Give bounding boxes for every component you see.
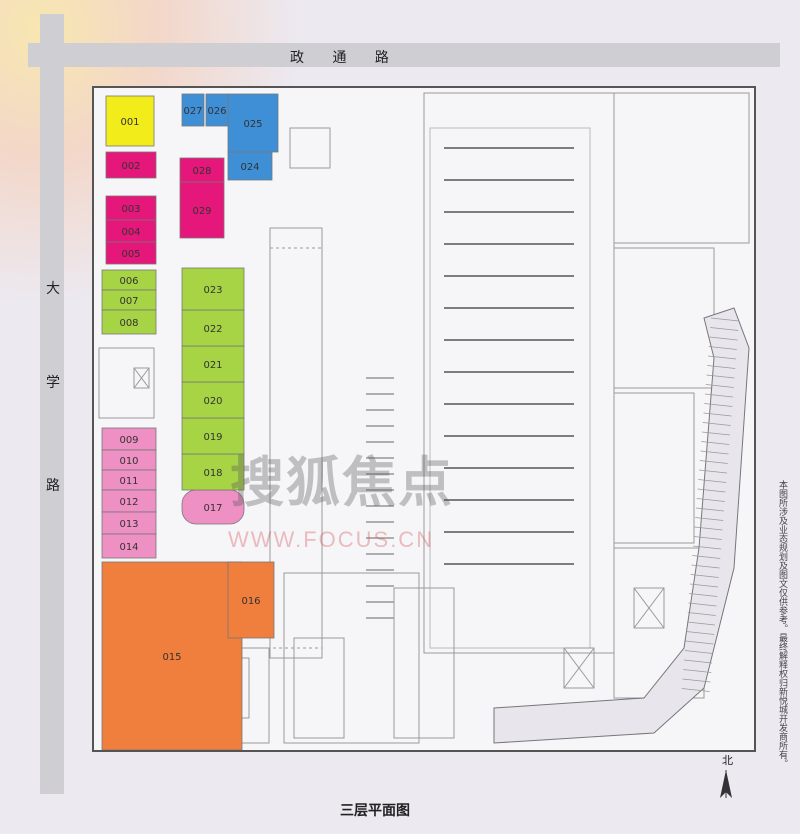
unit-label-015: 015 — [162, 652, 181, 663]
unit-022[interactable] — [181, 309, 245, 347]
unit-label-025: 025 — [243, 119, 262, 130]
unit-label-010: 010 — [119, 456, 138, 467]
unit-016[interactable] — [227, 561, 275, 639]
unit-003[interactable] — [105, 195, 157, 221]
unit-014[interactable] — [101, 533, 157, 559]
unit-026[interactable] — [205, 93, 229, 127]
unit-020[interactable] — [181, 381, 245, 419]
unit-label-013: 013 — [119, 519, 138, 530]
plan-linework: 001 002 003 004 005 006 007 008 009 010 011 012 013 0… — [98, 92, 750, 750]
unit-label-012: 012 — [119, 497, 138, 508]
unit-015[interactable] — [101, 561, 243, 750]
unit-018[interactable] — [181, 453, 245, 491]
unit-001[interactable] — [105, 95, 155, 147]
plan-title: 三层平面图 — [340, 803, 410, 819]
unit-label-014: 014 — [119, 542, 138, 553]
unit-label-017: 017 — [203, 503, 222, 514]
disclaimer-note: 本图所涉及业态规划及图文仅供参考。最终解释权归新悦城开发商所有。 — [777, 480, 787, 768]
road-label-top: 政 通 路 — [290, 50, 401, 66]
unit-label-024: 024 — [240, 162, 259, 173]
unit-023[interactable] — [181, 267, 245, 311]
unit-label-008: 008 — [119, 318, 138, 329]
unit-label-021: 021 — [203, 360, 222, 371]
unit-024[interactable] — [227, 151, 273, 181]
unit-028[interactable] — [179, 157, 225, 183]
unit-029[interactable] — [179, 181, 225, 239]
unit-label-011: 011 — [119, 476, 138, 487]
unit-label-009: 009 — [119, 435, 138, 446]
unit-label-006: 006 — [119, 276, 138, 287]
road-zhengtong — [28, 43, 780, 67]
unit-008[interactable] — [101, 309, 157, 335]
road-label-left-2: 学 — [46, 375, 60, 391]
unit-label-007: 007 — [119, 296, 138, 307]
unit-label-027: 027 — [183, 106, 202, 117]
unit-label-020: 020 — [203, 396, 222, 407]
unit-005[interactable] — [105, 241, 157, 265]
watermark-brand: 搜狐焦点 — [230, 451, 454, 514]
unit-027[interactable] — [181, 93, 205, 127]
unit-label-002: 002 — [121, 161, 140, 172]
road-label-left-3: 路 — [46, 478, 60, 494]
unit-label-003: 003 — [121, 204, 140, 215]
north-label: 北 — [722, 754, 733, 767]
unit-label-004: 004 — [121, 227, 140, 238]
unit-021[interactable] — [181, 345, 245, 383]
road-daxue — [40, 14, 64, 794]
unit-label-001: 001 — [120, 117, 139, 128]
watermark-url: WWW.FOCUS.CN — [228, 527, 435, 552]
road-label-left-1: 大 — [46, 281, 60, 297]
unit-label-023: 023 — [203, 285, 222, 296]
unit-label-026: 026 — [207, 106, 226, 117]
unit-label-029: 029 — [192, 206, 211, 217]
unit-label-019: 019 — [203, 432, 222, 443]
floor-plan: 001 002 003 004 005 006 007 008 009 010 011 012 013 0… — [92, 86, 756, 752]
north-arrow-icon — [720, 770, 732, 798]
unit-025[interactable] — [227, 93, 279, 153]
unit-label-016: 016 — [241, 596, 260, 607]
unit-002[interactable] — [105, 151, 157, 179]
unit-label-028: 028 — [192, 166, 211, 177]
unit-label-018: 018 — [203, 468, 222, 479]
unit-label-005: 005 — [121, 249, 140, 260]
unit-label-022: 022 — [203, 324, 222, 335]
